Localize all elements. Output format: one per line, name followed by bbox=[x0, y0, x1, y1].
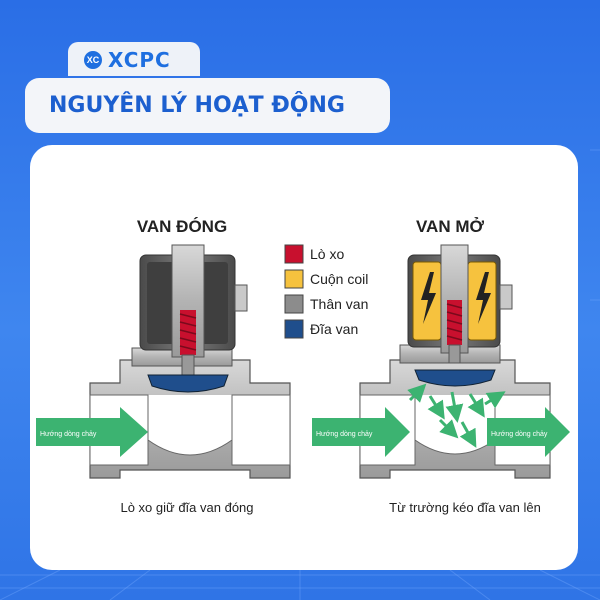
closed-valve-disc bbox=[147, 374, 229, 393]
open-flow-arrow-out bbox=[487, 407, 570, 457]
closed-valve-port-right bbox=[231, 394, 291, 466]
open-valve-disc bbox=[414, 369, 496, 387]
closed-flow-arrow bbox=[36, 407, 148, 457]
open-flow-label-in: Hướng dòng chảy bbox=[316, 431, 373, 438]
logo-text: XCPC bbox=[108, 48, 171, 72]
open-valve-spring bbox=[446, 300, 463, 345]
open-valve-caption: Từ trường kéo đĩa van lên bbox=[389, 500, 541, 515]
legend-label-body: Thân van bbox=[310, 296, 368, 312]
legend-swatch-body bbox=[284, 294, 304, 314]
closed-valve-caption: Lò xo giữ đĩa van đóng bbox=[120, 500, 253, 515]
brand-logo: XC XCPC bbox=[84, 48, 171, 72]
open-internal-flow-arrows bbox=[407, 383, 506, 448]
legend-swatch-disc bbox=[284, 319, 304, 339]
open-valve: VAN MỞ Hướng dòng chảy H bbox=[312, 217, 570, 515]
closed-valve: VAN ĐÓNG Hướng dòng chảy Lò xo giữ đĩa v… bbox=[36, 217, 291, 515]
legend-label-spring: Lò xo bbox=[310, 246, 344, 262]
open-valve-title: VAN MỞ bbox=[416, 217, 485, 236]
closed-valve-spring bbox=[179, 310, 197, 355]
closed-flow-label: Hướng dòng chảy bbox=[40, 431, 97, 438]
legend: Lò xo Cuộn coil Thân van Đĩa van bbox=[284, 244, 368, 339]
open-flow-label-out: Hướng dòng chảy bbox=[491, 431, 548, 438]
closed-valve-title: VAN ĐÓNG bbox=[137, 217, 227, 236]
legend-label-coil: Cuộn coil bbox=[310, 271, 368, 287]
open-flow-arrow-in bbox=[312, 407, 410, 457]
lightning-icon bbox=[476, 272, 491, 324]
legend-swatch-spring bbox=[284, 244, 304, 264]
lightning-icon bbox=[421, 272, 436, 324]
legend-swatch-coil bbox=[284, 269, 304, 289]
page-title: NGUYÊN LÝ HOẠT ĐỘNG bbox=[49, 93, 345, 118]
legend-label-disc: Đĩa van bbox=[310, 321, 358, 337]
logo-mark-icon: XC bbox=[84, 51, 102, 69]
title-banner: NGUYÊN LÝ HOẠT ĐỘNG bbox=[25, 78, 390, 133]
